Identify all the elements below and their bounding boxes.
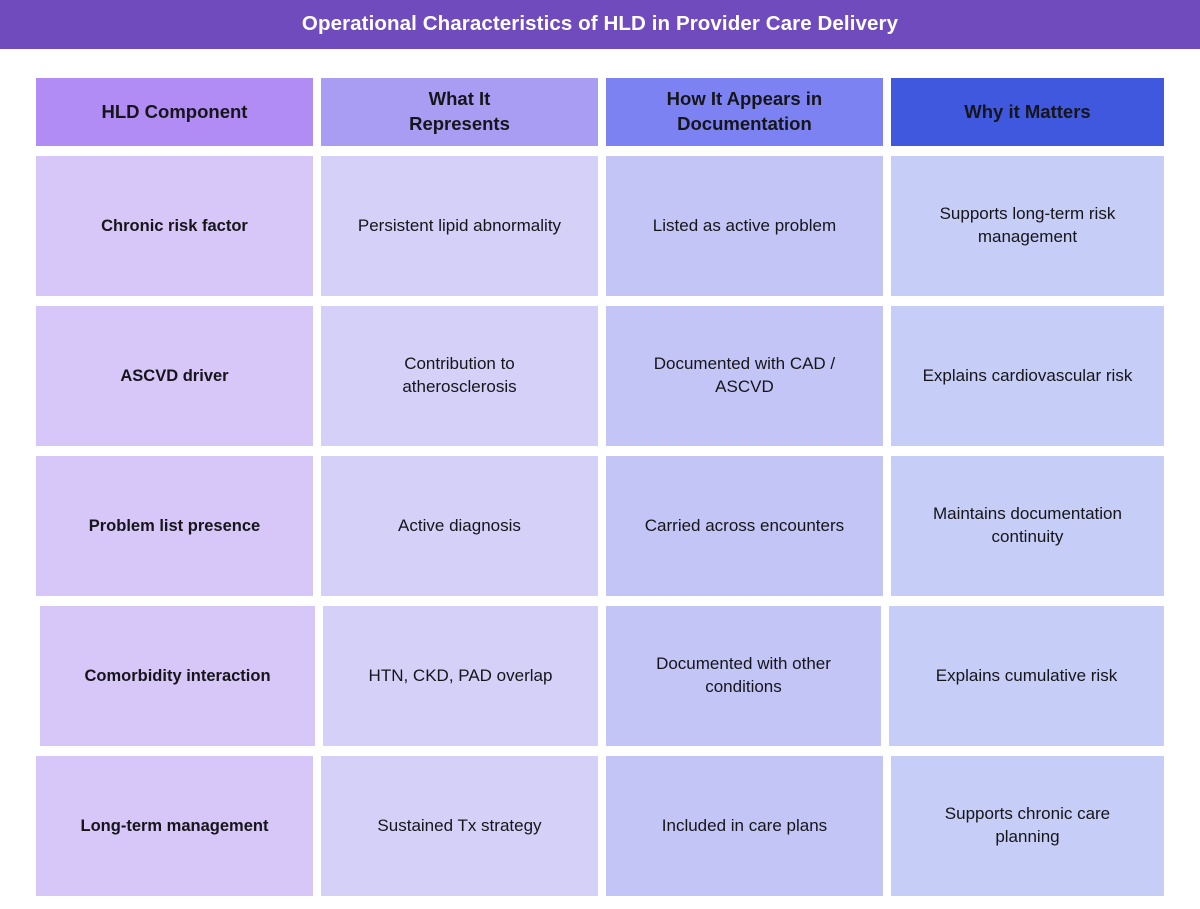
cell-text: Persistent lipid abnormality [357,215,562,235]
cell-text: Comorbidity interaction [84,666,271,685]
cell-text: Active diagnosis [398,515,521,535]
cell-component: Long-term management [36,756,313,896]
column-header-why-it-matters: Why it Matters [890,78,1164,146]
table-row: Chronic risk factor Persistent lipid abn… [36,156,1164,296]
cell-text: Supports chronic care planning [944,804,1111,846]
cell-text: Sustained Tx strategy [377,815,542,835]
cell-text: Carried across encounters [644,515,845,535]
cell-documentation: Documented with other conditions [606,606,881,746]
cell-why: Maintains documentation continuity [890,456,1164,596]
cell-why: Explains cumulative risk [889,606,1164,746]
cell-represents: Persistent lipid abnormality [320,156,598,296]
table-row: Problem list presence Active diagnosis C… [36,456,1164,596]
column-header-how-it-appears-in-documentation: How It Appears in Documentation [605,78,883,146]
cell-component: Chronic risk factor [36,156,313,296]
characteristics-table: HLD Component What It Represents How It … [36,78,1164,896]
cell-documentation: Included in care plans [605,756,883,896]
cell-component: ASCVD driver [36,306,313,446]
cell-represents: Contribution to atherosclerosis [320,306,598,446]
cell-documentation: Documented with CAD / ASCVD [605,306,883,446]
cell-text: Problem list presence [88,516,261,535]
cell-documentation: Listed as active problem [605,156,883,296]
cell-text: Documented with other conditions [656,654,831,696]
cell-text: Listed as active problem [652,215,837,235]
table-header-row: HLD Component What It Represents How It … [36,78,1164,146]
table-row: Long-term management Sustained Tx strate… [36,756,1164,896]
cell-represents: Sustained Tx strategy [320,756,598,896]
column-header-label: HLD Component [101,100,248,122]
cell-documentation: Carried across encounters [605,456,883,596]
cell-text: Explains cardiovascular risk [922,365,1133,385]
cell-text: Maintains documentation continuity [932,504,1122,546]
table-row: ASCVD driver Contribution to atheroscler… [36,306,1164,446]
cell-text: Chronic risk factor [101,216,248,235]
cell-why: Supports chronic care planning [890,756,1164,896]
cell-text: Contribution to atherosclerosis [402,354,517,396]
cell-component: Problem list presence [36,456,313,596]
cell-text: ASCVD driver [120,366,229,385]
table-row: Comorbidity interaction HTN, CKD, PAD ov… [36,606,1164,746]
cell-text: Documented with CAD / ASCVD [653,354,836,396]
page-title: Operational Characteristics of HLD in Pr… [301,12,899,36]
cell-text: Supports long-term risk management [939,204,1116,246]
cell-represents: HTN, CKD, PAD overlap [323,606,598,746]
cell-represents: Active diagnosis [320,456,598,596]
column-header-label: Why it Matters [964,100,1091,122]
cell-why: Supports long-term risk management [890,156,1164,296]
cell-text: HTN, CKD, PAD overlap [368,665,553,685]
column-header-label: How It Appears in Documentation [666,88,823,134]
column-header-label: What It Represents [409,88,510,134]
cell-why: Explains cardiovascular risk [890,306,1164,446]
column-header-hld-component: HLD Component [36,78,313,146]
cell-text: Long-term management [80,816,269,835]
cell-text: Included in care plans [661,815,828,835]
title-banner: Operational Characteristics of HLD in Pr… [0,0,1200,49]
column-header-what-it-represents: What It Represents [320,78,598,146]
cell-text: Explains cumulative risk [935,665,1118,685]
cell-component: Comorbidity interaction [40,606,315,746]
